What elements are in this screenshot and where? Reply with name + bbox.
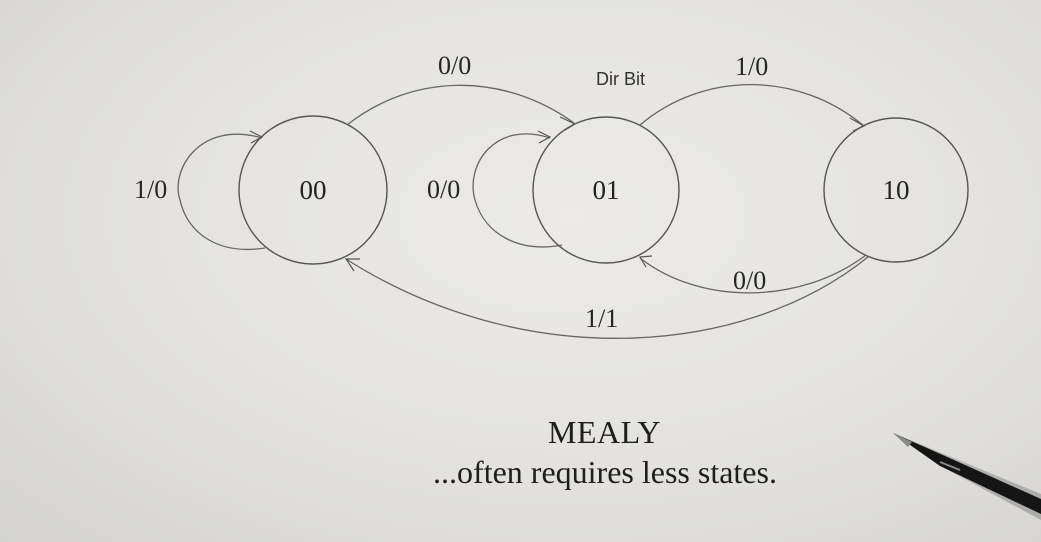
arrowhead-01-self	[537, 130, 552, 144]
edge-10-to-01	[639, 254, 867, 294]
edge-label-00-to-01: 0/0	[438, 51, 471, 80]
caption-subtitle: ...often requires less states.	[433, 454, 777, 490]
edge-00-to-01	[346, 84, 575, 126]
state-label-01: 01	[593, 175, 620, 205]
arrowhead-10-to-00	[344, 258, 360, 272]
edge-01-to-10	[639, 84, 865, 127]
dir-bit-note: Dir Bit	[596, 69, 645, 89]
state-label-10: 10	[883, 175, 910, 205]
state-10	[823, 117, 969, 263]
edge-label-00-self: 1/0	[134, 175, 167, 204]
state-00	[238, 115, 388, 265]
edge-00-self-loop	[177, 133, 266, 250]
caption-title: MEALY	[547, 414, 662, 450]
edge-label-01-to-10: 1/0	[735, 52, 768, 81]
state-label-00: 00	[300, 175, 327, 205]
edge-10-to-00	[345, 256, 869, 339]
edge-01-self-loop	[472, 133, 563, 248]
edge-label-01-self: 0/0	[427, 175, 460, 204]
edge-label-10-to-00: 1/1	[585, 304, 618, 333]
arrowhead-10-to-01	[638, 255, 653, 268]
state-01	[532, 116, 680, 264]
edge-label-10-to-01: 0/0	[733, 266, 766, 295]
